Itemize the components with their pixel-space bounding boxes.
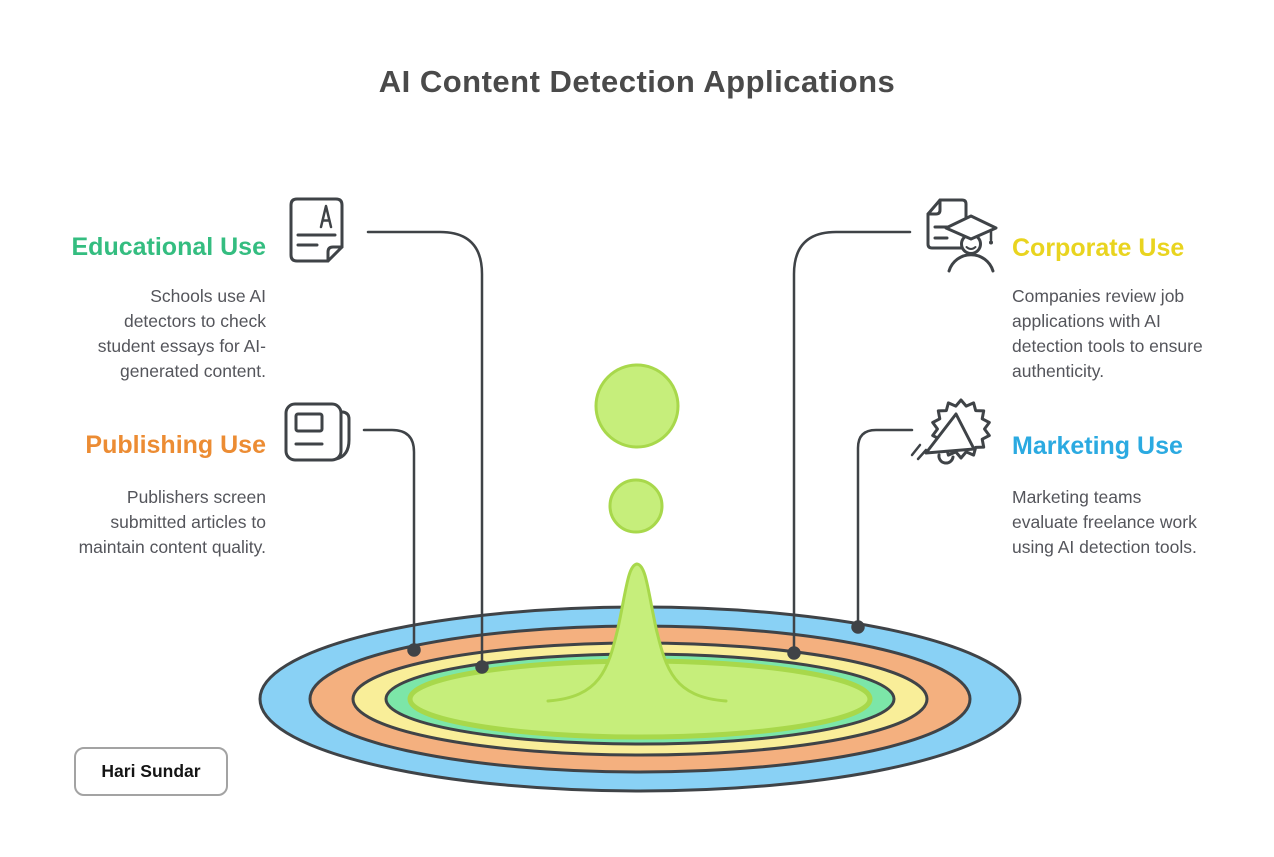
page-title: AI Content Detection Applications — [378, 64, 896, 99]
connector-dot-educational — [475, 660, 489, 674]
marketing-use-heading: Marketing Use — [1012, 432, 1183, 460]
description-line: detection tools to ensure — [1012, 336, 1203, 356]
description-line: authenticity. — [1012, 361, 1105, 381]
description-line: Marketing teams — [1012, 487, 1142, 507]
description-line: using AI detection tools. — [1012, 537, 1197, 557]
connectors — [362, 230, 914, 674]
connector-publishing — [362, 428, 416, 652]
educational-use-heading: Educational Use — [71, 233, 267, 261]
connector-dot-publishing — [407, 643, 421, 657]
droplet-large — [594, 363, 680, 449]
droplet-small — [608, 478, 664, 534]
attribution-badge[interactable]: Hari Sundar — [74, 747, 228, 796]
description-line: detectors to check — [123, 311, 266, 331]
connector-marketing — [856, 428, 914, 629]
connector-educational — [366, 230, 484, 669]
connector-dot-corporate — [787, 646, 801, 660]
description-line: maintain content quality. — [78, 537, 266, 557]
description-line: evaluate freelance work — [1012, 512, 1197, 532]
publishing-use-description: Publishers screen submitted articles to … — [38, 485, 266, 560]
publishing-use-heading: Publishing Use — [85, 431, 266, 459]
description-line: submitted articles to — [110, 512, 266, 532]
description-line: student essays for AI- — [97, 336, 266, 356]
description-line: generated content. — [120, 361, 266, 381]
megaphone-badge-icon — [910, 398, 991, 465]
graduate-document-icon — [926, 198, 998, 273]
newspaper-icon — [284, 402, 351, 462]
educational-use-description: Schools use AI detectors to check studen… — [38, 284, 266, 384]
splash-peak — [548, 564, 726, 707]
connector-corporate — [792, 230, 912, 655]
description-line: applications with AI — [1012, 311, 1161, 331]
corporate-use-description: Companies review job applications with A… — [1012, 284, 1257, 384]
splash-peak-outline — [546, 562, 728, 703]
corporate-use-heading: Corporate Use — [1012, 234, 1185, 262]
document-a-icon — [289, 197, 344, 263]
connector-dot-marketing — [851, 620, 865, 634]
water-splash — [546, 363, 728, 707]
attribution-name: Hari Sundar — [101, 761, 201, 781]
description-line: Publishers screen — [126, 487, 266, 507]
description-line: Schools use AI — [150, 286, 266, 306]
description-line: Companies review job — [1012, 286, 1185, 306]
marketing-use-description: Marketing teams evaluate freelance work … — [1012, 485, 1257, 560]
